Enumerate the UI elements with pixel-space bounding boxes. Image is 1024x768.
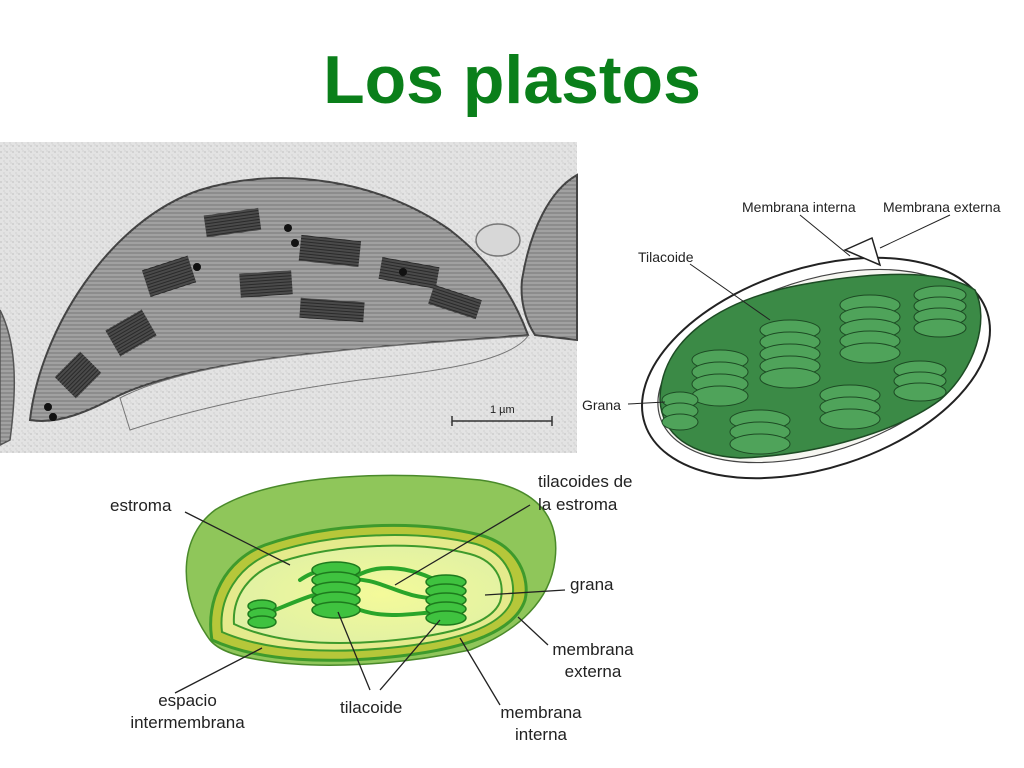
slide-title: Los plastos	[323, 42, 701, 118]
micrograph-left-plastid	[0, 309, 16, 446]
granum-center	[311, 561, 361, 619]
micrograph-main-plastid	[28, 177, 530, 422]
micrograph-grana	[54, 207, 482, 399]
label-tilacoide-section: tilacoide	[340, 698, 403, 717]
granum-left	[247, 599, 277, 629]
label-tilacoides-estroma-line2: la estroma	[538, 495, 618, 514]
label-grana-section: grana	[570, 575, 614, 594]
chloroplast-3d-leaders	[627, 214, 951, 405]
label-membrana-externa-line1: membrana	[552, 640, 634, 659]
label-membrana-externa: Membrana externa	[883, 199, 1001, 215]
label-membrana-externa-line2: externa	[564, 662, 622, 681]
granum-right	[425, 574, 467, 626]
label-espacio-line2: intermembrana	[130, 713, 245, 732]
label-grana-3d: Grana	[582, 397, 621, 413]
scale-bar-label: 1 µm	[490, 404, 515, 416]
label-membrana-interna-line2: interna	[515, 725, 567, 744]
label-tilacoide-3d: Tilacoide	[638, 249, 694, 265]
grana-stacks	[661, 285, 967, 455]
label-espacio-line1: espacio	[158, 691, 217, 710]
label-membrana-interna-line1: membrana	[500, 703, 582, 722]
section-leaders	[174, 504, 566, 706]
micrograph-plastoglobules	[44, 224, 407, 421]
micrograph-right-plastid	[520, 173, 578, 342]
section-grana	[247, 561, 467, 629]
micrograph-stroma-region	[119, 335, 530, 431]
micrograph-vesicle	[475, 223, 521, 257]
label-membrana-interna: Membrana interna	[742, 199, 856, 215]
label-estroma: estroma	[110, 496, 172, 515]
label-tilacoides-estroma-line1: tilacoides de	[538, 472, 633, 491]
